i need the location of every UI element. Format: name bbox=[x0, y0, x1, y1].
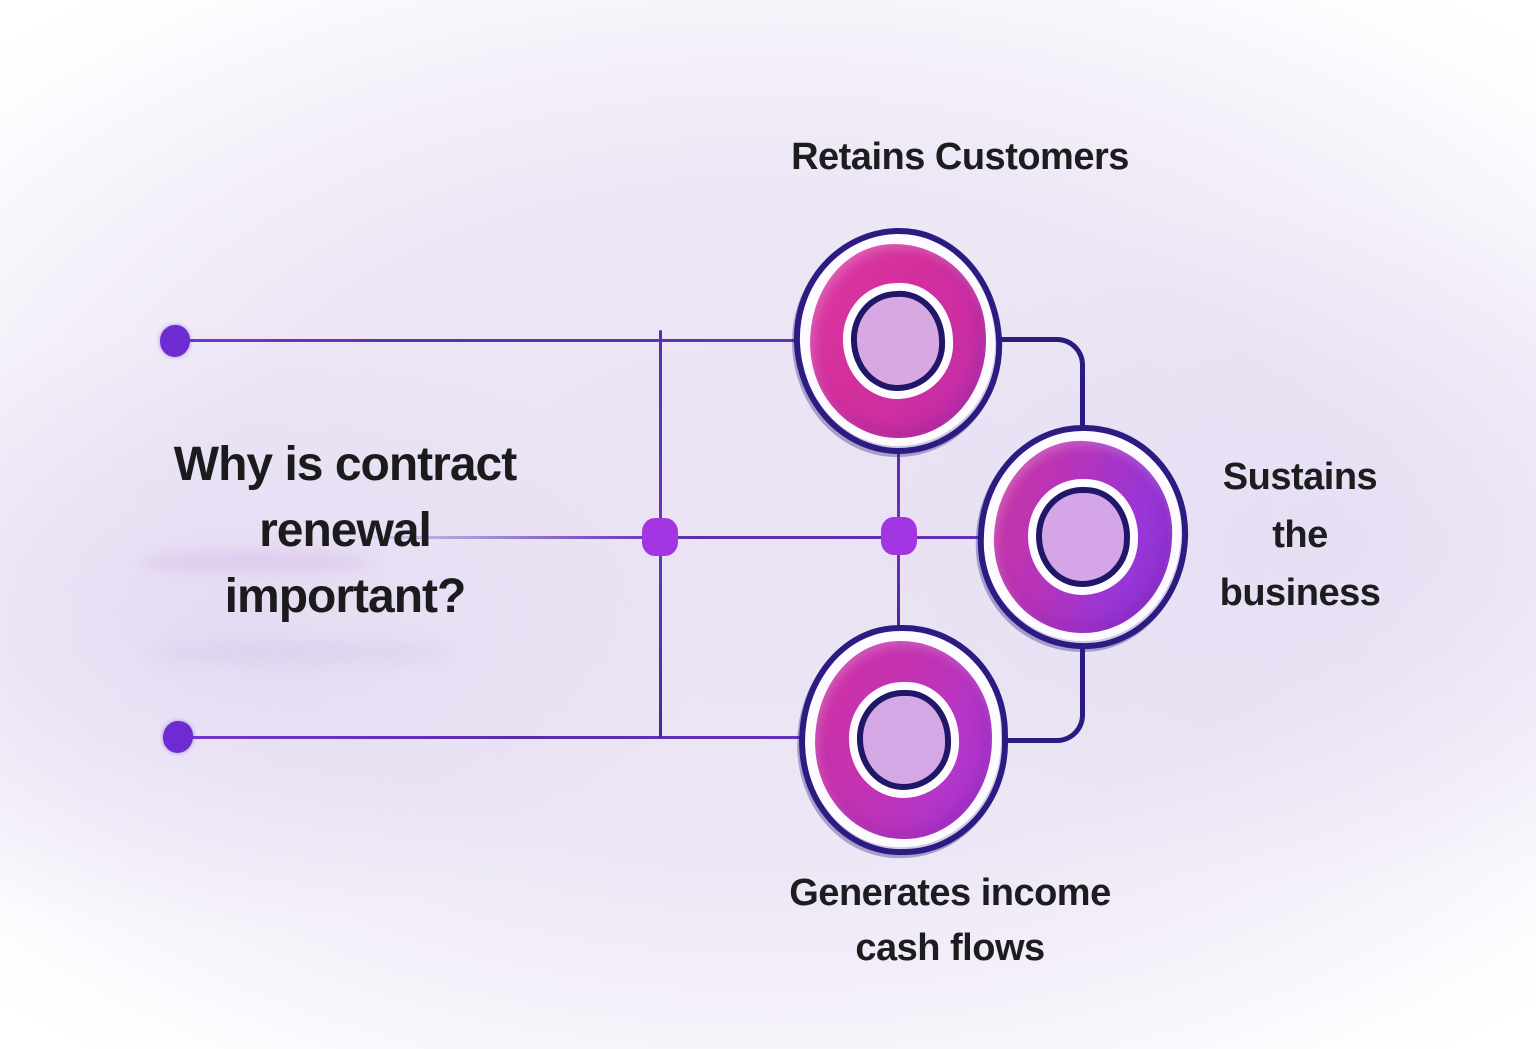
junction-dot-center bbox=[881, 517, 917, 555]
question-line: important? bbox=[224, 570, 467, 623]
junction-dot-left bbox=[642, 518, 678, 556]
watercolor-smudge bbox=[150, 640, 450, 666]
label-generates-income: Generates income cash flows bbox=[700, 866, 1200, 976]
label-sustains-business: Sustains the business bbox=[1150, 448, 1450, 622]
label-line: Sustains bbox=[1222, 456, 1378, 498]
connector-elbow-top-to-middle bbox=[1000, 337, 1085, 432]
node-inner-circle bbox=[855, 689, 952, 791]
label-line: the bbox=[1272, 514, 1328, 556]
question-line: Why is contract bbox=[173, 438, 517, 491]
label-retains-customers: Retains Customers bbox=[710, 134, 1210, 180]
node-retains-customers bbox=[790, 224, 1006, 458]
connector-bottom-horizontal-line bbox=[187, 736, 801, 739]
label-line: Retains Customers bbox=[791, 136, 1129, 178]
connector-top-horizontal-line bbox=[184, 339, 796, 342]
label-line: business bbox=[1219, 572, 1381, 614]
question-text: Why is contract renewal important? bbox=[95, 432, 595, 630]
connector-elbow-middle-to-bottom bbox=[1005, 645, 1085, 743]
label-line: cash flows bbox=[855, 927, 1045, 969]
node-generates-income bbox=[797, 623, 1010, 857]
endpoint-dot-top-left bbox=[160, 325, 190, 357]
question-line: renewal bbox=[259, 504, 432, 557]
endpoint-dot-bottom-left bbox=[160, 719, 196, 755]
label-line: Generates income bbox=[789, 872, 1111, 914]
